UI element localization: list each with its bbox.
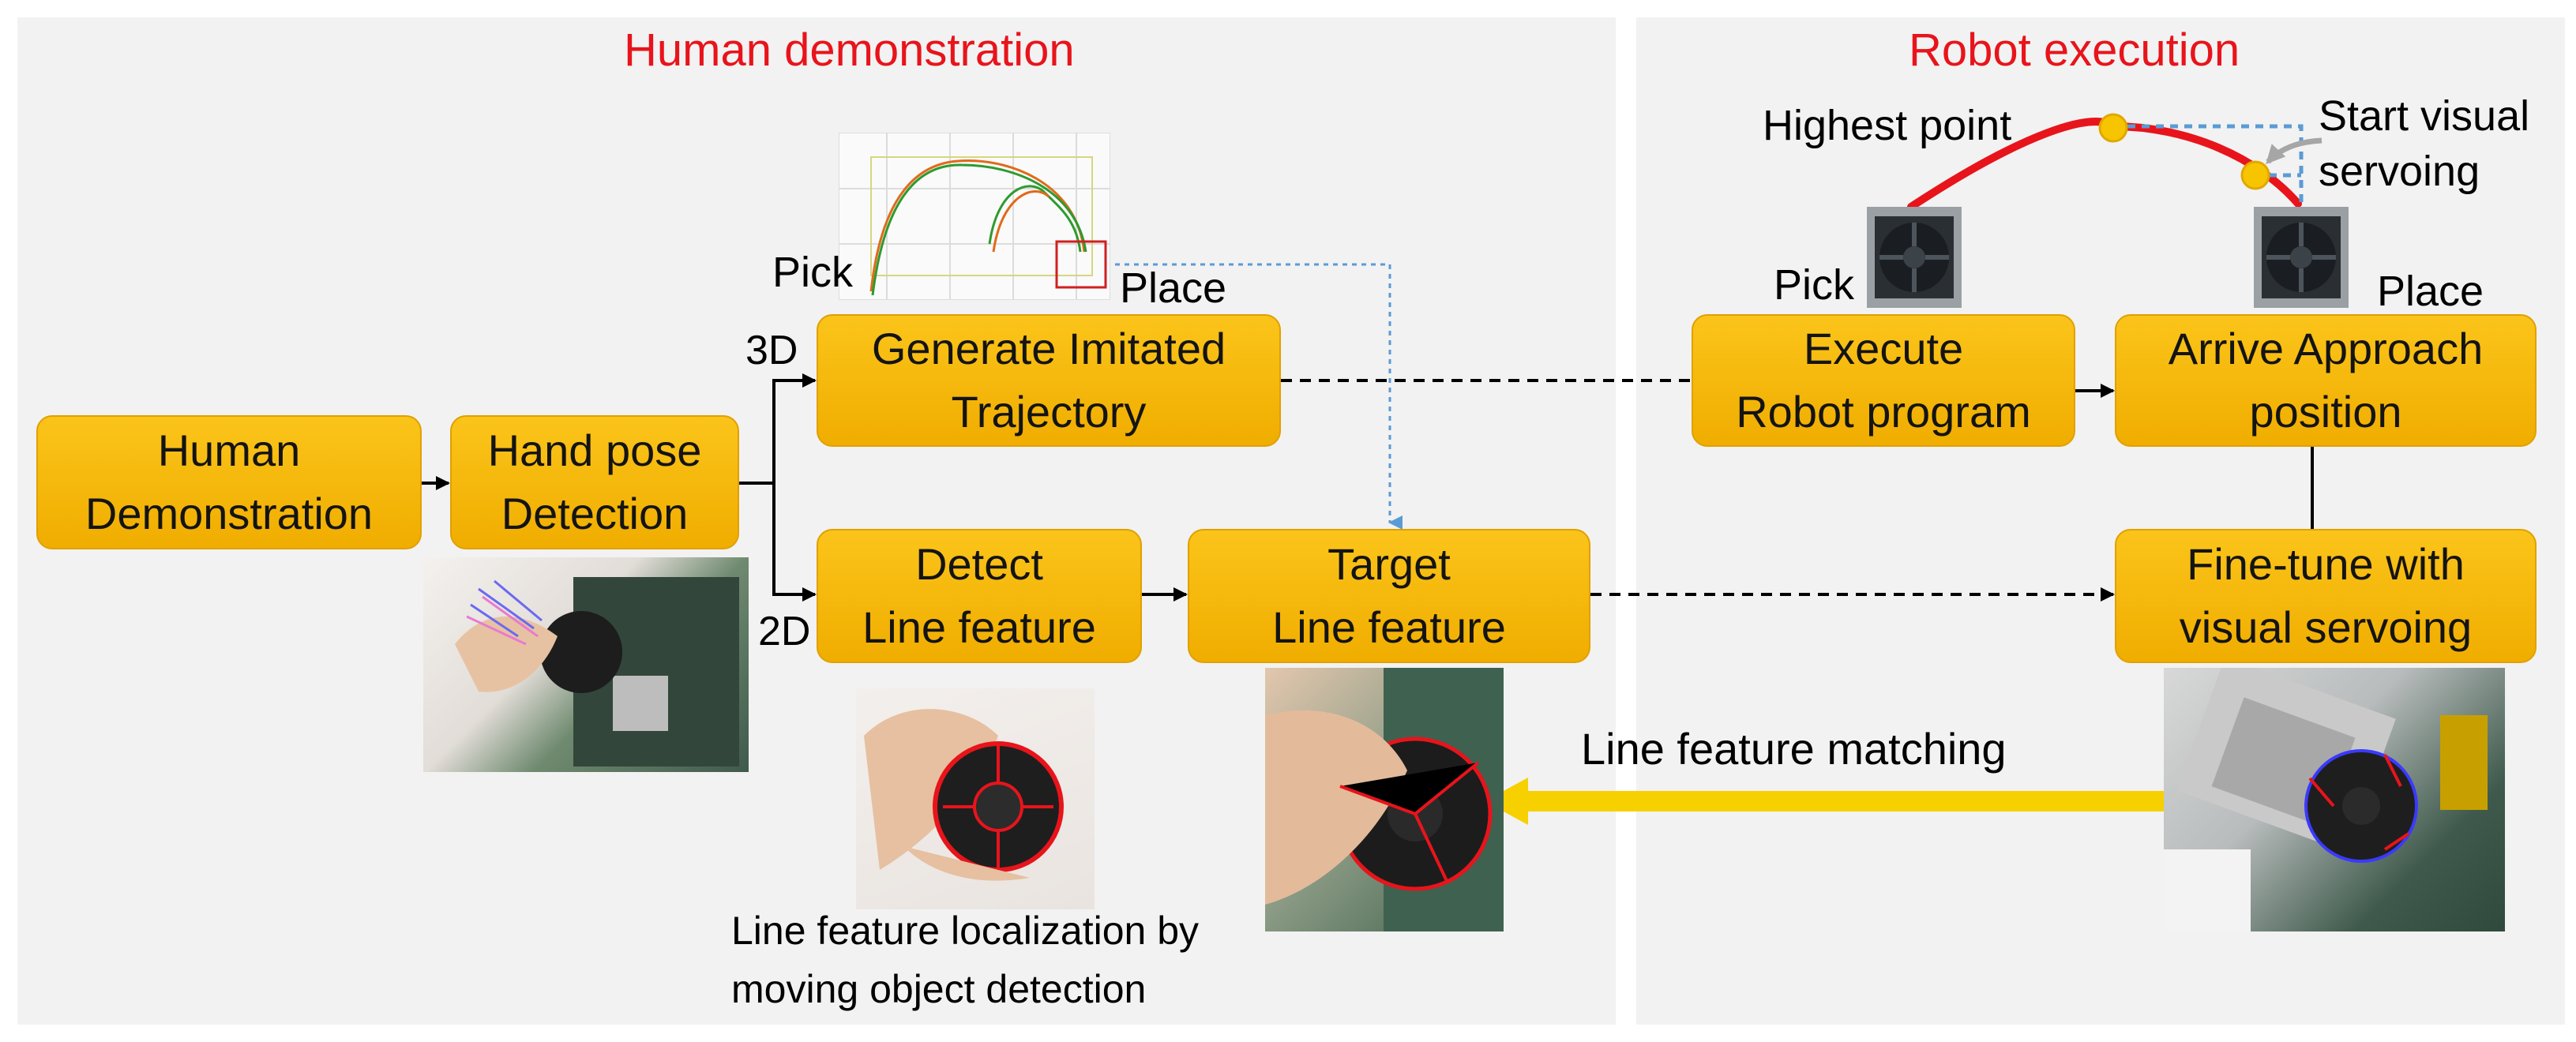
hand-pose-line1: Hand pose bbox=[487, 425, 702, 475]
label-place-left: Place bbox=[1120, 264, 1227, 312]
execute-robot-line2: Robot program bbox=[1736, 387, 2031, 437]
fine-tune-photo bbox=[2164, 668, 2505, 931]
line-feature-matching-arrow bbox=[1485, 778, 2318, 825]
start-visual-servoing-arrow bbox=[2266, 137, 2323, 164]
imitated-trajectory-plot bbox=[839, 133, 1110, 300]
arrive-approach-position-box: Arrive Approach position bbox=[2115, 314, 2537, 447]
cpu-fan-icon bbox=[2262, 216, 2341, 298]
label-highest-point: Highest point bbox=[1763, 102, 2012, 149]
label-pick-left: Pick bbox=[772, 249, 854, 296]
highest-point-marker bbox=[2098, 113, 2128, 143]
label-3d: 3D bbox=[745, 328, 798, 373]
fine-tune-visual-servoing-box: Fine-tune with visual servoing bbox=[2115, 529, 2537, 663]
fine-tune-line1: Fine-tune with bbox=[2187, 539, 2465, 589]
target-line-line2: Line feature bbox=[1272, 602, 1506, 652]
dotted-highest-to-start bbox=[2113, 124, 2304, 208]
detect-line-feature-box: Detect Line feature bbox=[817, 529, 1142, 663]
place-fan-thumbnail bbox=[2254, 207, 2349, 308]
execute-robot-line1: Execute bbox=[1803, 324, 1964, 373]
hand-pose-line2: Detection bbox=[501, 489, 689, 538]
label-place-right: Place bbox=[2377, 268, 2484, 315]
start-visual-servoing-marker bbox=[2240, 160, 2270, 190]
detect-line-line2: Line feature bbox=[862, 602, 1096, 652]
robot-execution-title: Robot execution bbox=[1909, 24, 2240, 76]
human-demonstration-box: Human Demonstration bbox=[36, 415, 422, 549]
arrive-approach-line1: Arrive Approach bbox=[2168, 324, 2484, 373]
target-line-feature-box: Target Line feature bbox=[1188, 529, 1590, 663]
cpu-fan-icon bbox=[1875, 216, 1954, 298]
label-pick-right: Pick bbox=[1774, 261, 1855, 309]
generate-traj-line2: Trajectory bbox=[951, 387, 1147, 437]
generate-imitated-trajectory-box: Generate Imitated Trajectory bbox=[817, 314, 1281, 447]
human-demonstration-title: Human demonstration bbox=[624, 24, 1075, 76]
label-localization-1: Line feature localization by bbox=[731, 909, 1200, 953]
label-2d: 2D bbox=[758, 609, 811, 654]
hand-pose-photo bbox=[423, 557, 749, 772]
dotted-place-to-target bbox=[1077, 263, 1403, 530]
generate-traj-line1: Generate Imitated bbox=[871, 324, 1226, 373]
label-start-visual-servoing-2: servoing bbox=[2319, 148, 2480, 195]
pick-fan-thumbnail bbox=[1867, 207, 1962, 308]
label-localization-2: moving object detection bbox=[731, 967, 1147, 1011]
target-line-feature-photo bbox=[1265, 668, 1504, 931]
target-line-line1: Target bbox=[1327, 539, 1451, 589]
label-start-visual-servoing-1: Start visual bbox=[2319, 92, 2530, 140]
arrive-approach-line2: position bbox=[2249, 387, 2402, 437]
detect-line-feature-photo bbox=[856, 688, 1095, 909]
fine-tune-line2: visual servoing bbox=[2179, 602, 2473, 652]
detect-line-line1: Detect bbox=[915, 539, 1043, 589]
human-demonstration-line1: Human bbox=[157, 425, 301, 475]
hand-pose-detection-box: Hand pose Detection bbox=[450, 415, 739, 549]
human-demonstration-line2: Demonstration bbox=[84, 489, 374, 538]
label-line-feature-matching: Line feature matching bbox=[1581, 724, 2007, 774]
execute-robot-program-box: Execute Robot program bbox=[1692, 314, 2075, 447]
